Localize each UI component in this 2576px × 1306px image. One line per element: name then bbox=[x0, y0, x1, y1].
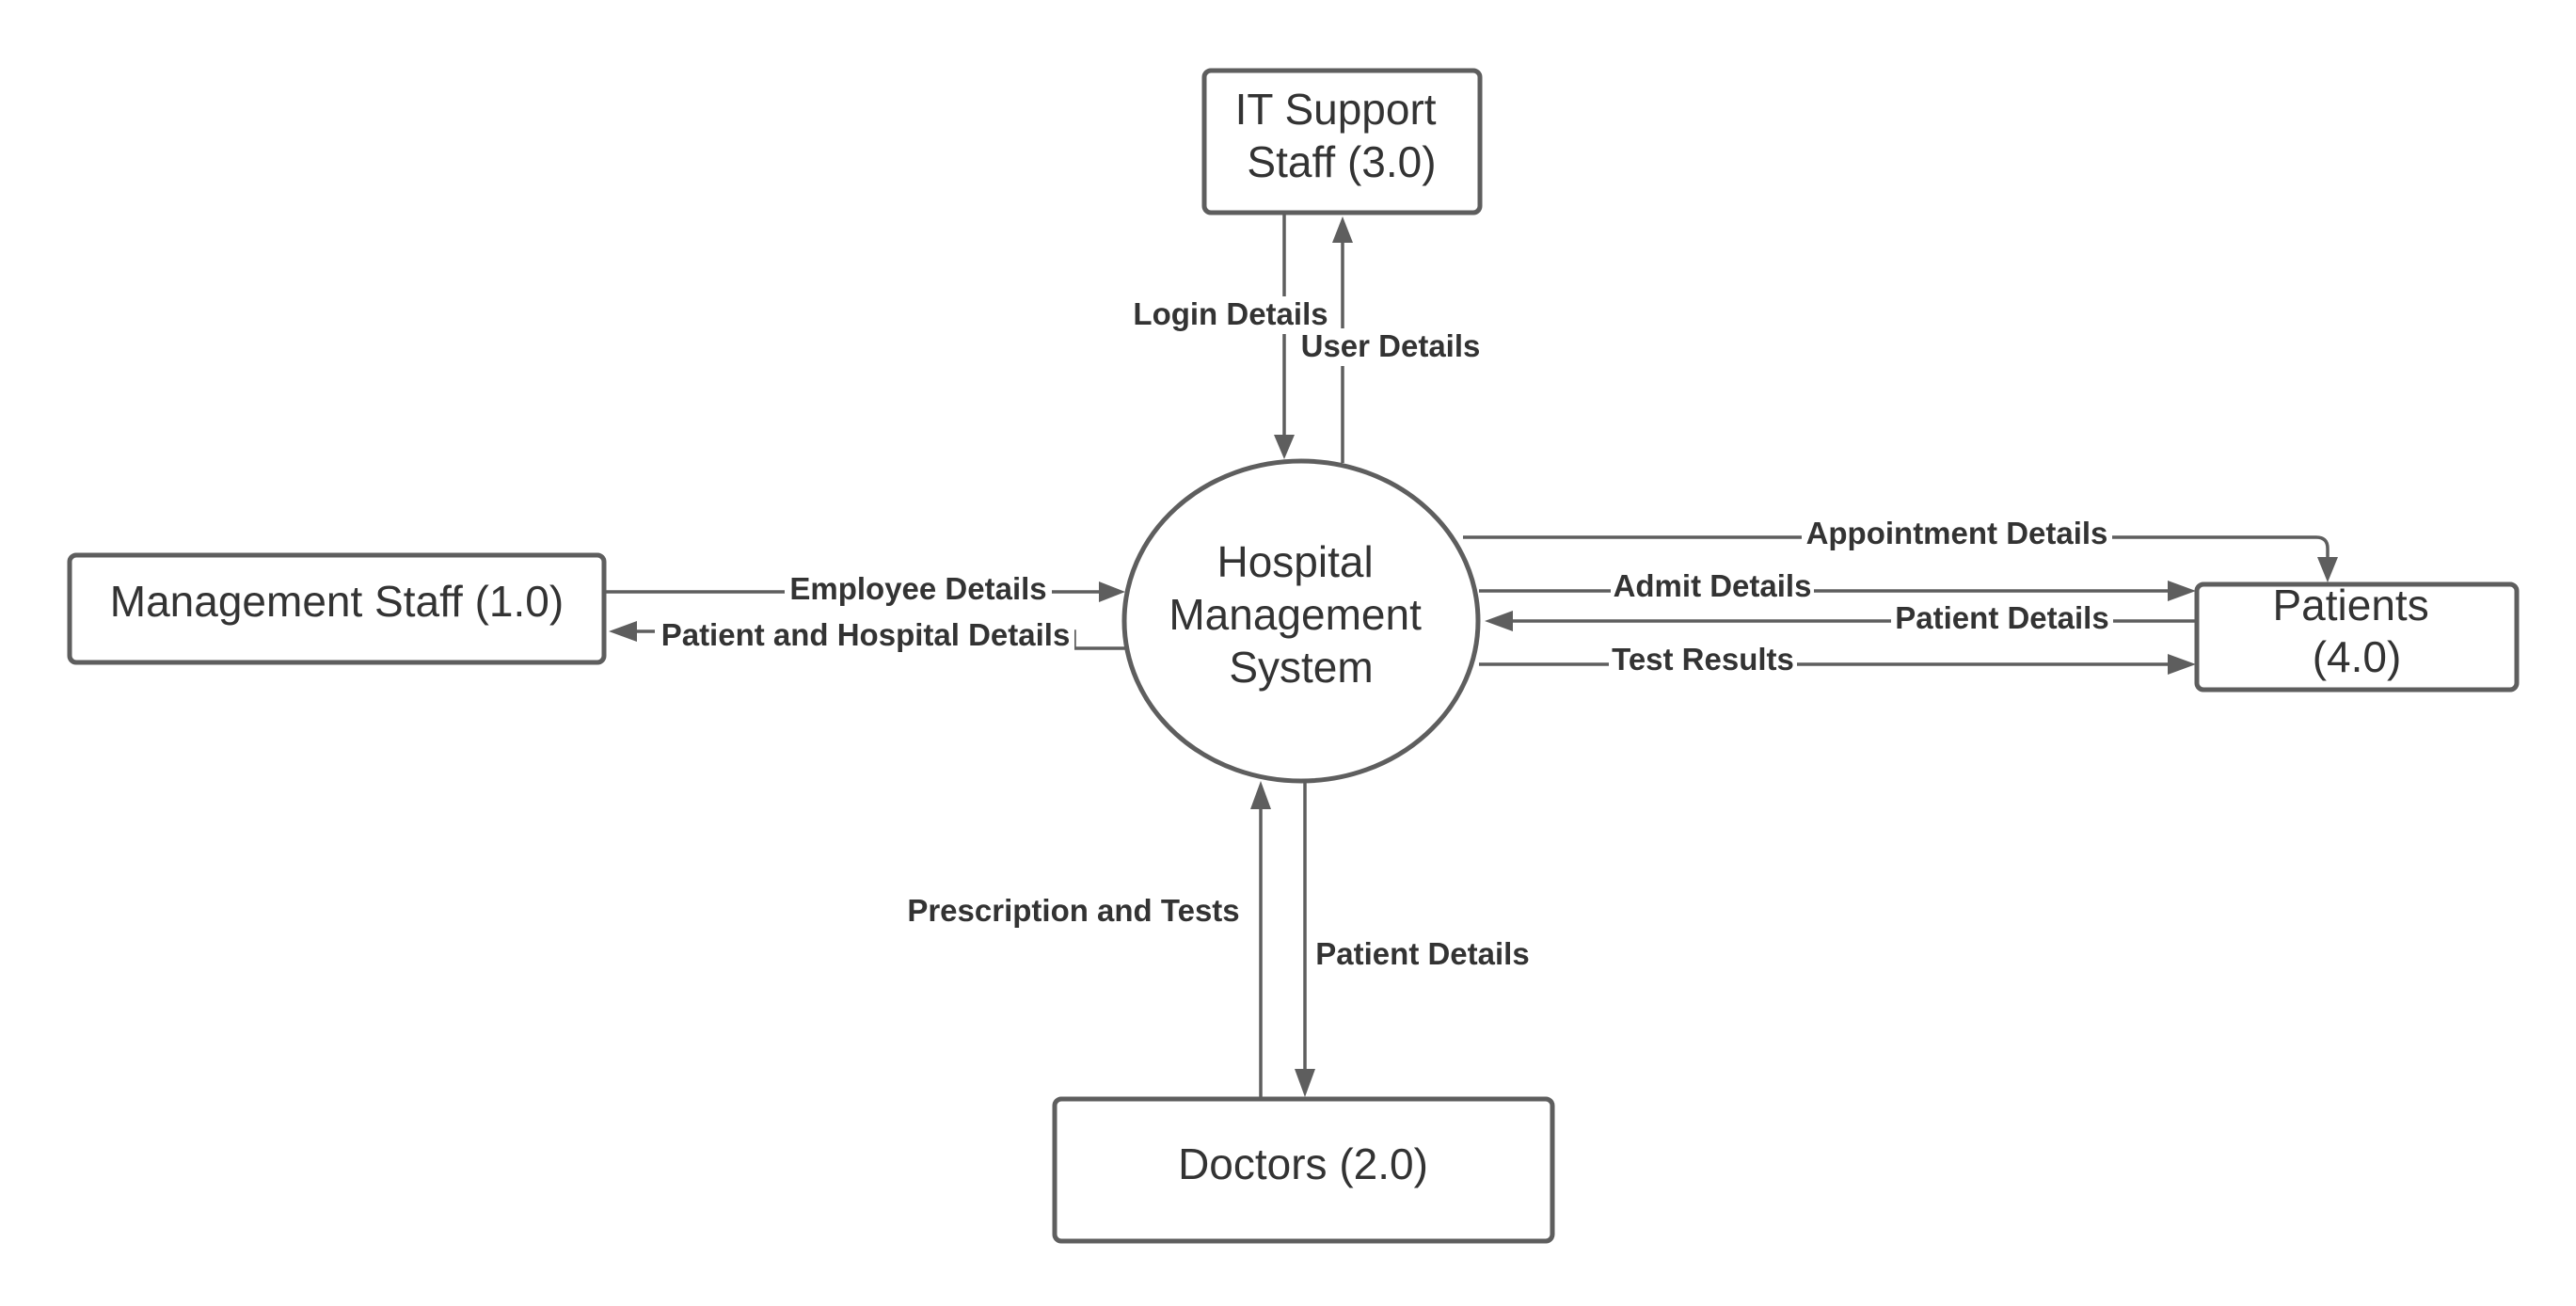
arrowhead-icon bbox=[1332, 216, 1353, 243]
arrowhead-icon bbox=[2168, 581, 2196, 601]
arrowhead-icon bbox=[2168, 654, 2196, 675]
label-appointment-details: Appointment Details bbox=[1806, 516, 2108, 550]
label-login-details: Login Details bbox=[1133, 296, 1328, 331]
entity-management-staff: Management Staff (1.0) bbox=[67, 552, 607, 665]
entity-management-staff-label: Management Staff (1.0) bbox=[110, 577, 564, 626]
arrowhead-icon bbox=[609, 621, 637, 642]
flow-test-results bbox=[1479, 654, 2196, 675]
label-patient-details-from-patients: Patient Details bbox=[1895, 600, 2108, 635]
flow-prescription-tests bbox=[1250, 781, 1271, 1099]
arrowhead-icon bbox=[1485, 611, 1513, 631]
process-label: Hospital Management System bbox=[1169, 537, 1433, 692]
arrowhead-icon bbox=[1274, 435, 1295, 459]
flow-appointment-details bbox=[1463, 535, 2338, 582]
arrowhead-icon bbox=[1099, 581, 1125, 602]
process-hospital-management-system: Hospital Management System bbox=[1121, 458, 1481, 784]
label-admit-details: Admit Details bbox=[1614, 568, 1812, 603]
label-test-results: Test Results bbox=[1612, 642, 1794, 677]
flow-admit-details bbox=[1479, 581, 2196, 601]
entity-it-support-staff: IT Support Staff (3.0) bbox=[1201, 68, 1483, 215]
entity-it-support-label: IT Support Staff (3.0) bbox=[1235, 85, 1449, 186]
entity-patients: Patients (4.0) bbox=[2194, 581, 2520, 693]
label-patient-hospital-details: Patient and Hospital Details bbox=[661, 617, 1071, 652]
arrowhead-icon bbox=[1250, 781, 1271, 809]
label-prescription-tests: Prescription and Tests bbox=[907, 893, 1239, 928]
entity-doctors-label: Doctors (2.0) bbox=[1178, 1139, 1428, 1188]
flow-patient-details-to-doctors bbox=[1295, 781, 1315, 1097]
label-user-details: User Details bbox=[1301, 328, 1481, 363]
label-employee-details: Employee Details bbox=[789, 571, 1046, 606]
arrowhead-icon bbox=[2317, 557, 2338, 582]
arrowhead-icon bbox=[1295, 1069, 1315, 1097]
entity-patients-label: Patients (4.0) bbox=[2273, 581, 2441, 681]
flow-login-details bbox=[1274, 213, 1295, 459]
label-patient-details-to-doctors: Patient Details bbox=[1315, 936, 1529, 971]
flow-labels: Login Details User Details Employee Deta… bbox=[655, 296, 2113, 971]
entity-doctors: Doctors (2.0) bbox=[1052, 1096, 1555, 1244]
